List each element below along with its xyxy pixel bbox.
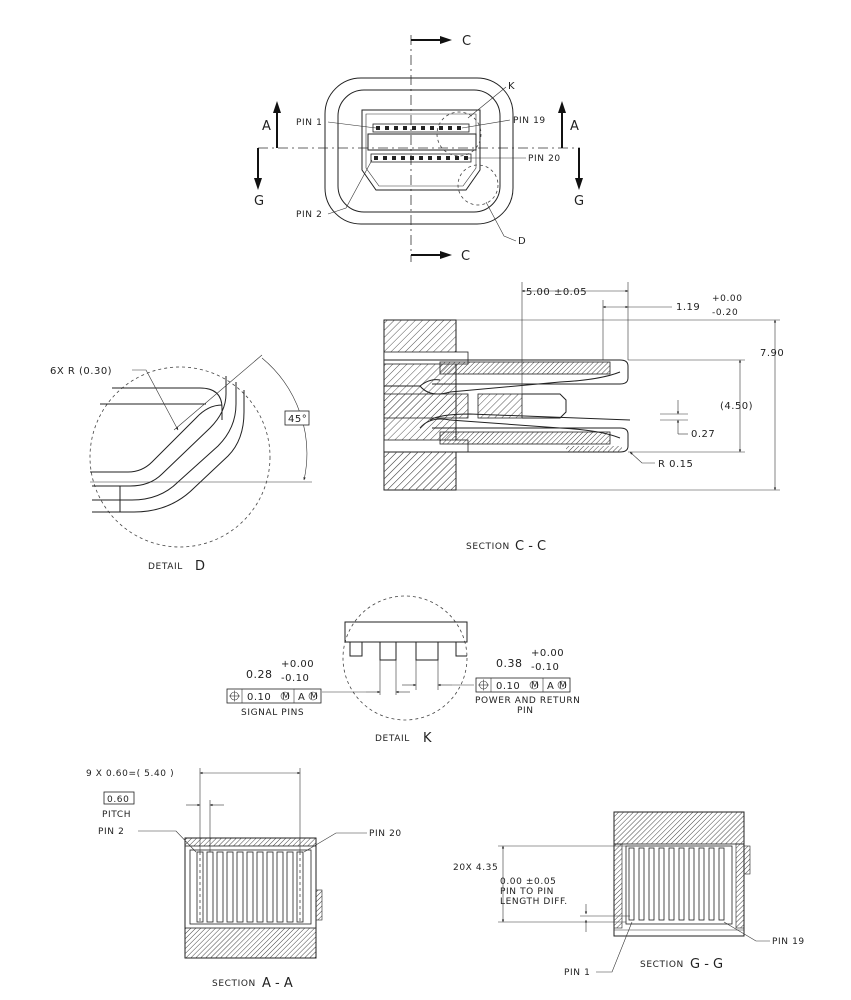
svg-text:M: M [559, 681, 567, 691]
detail-d: 45° 6X R (0.30) DETAIL D [50, 354, 312, 574]
power-fcf-value: 0.10 [496, 681, 520, 692]
top-view: C C A G A G [254, 34, 584, 264]
dim-1-19: 1.19 [676, 302, 700, 313]
detail-k: 0.28 +0.00 -0.10 0.10 M A M SIGNAL PINS … [226, 595, 581, 746]
svg-text:M: M [310, 692, 318, 702]
svg-text:A: A [298, 692, 305, 703]
svg-text:A: A [547, 681, 554, 692]
section-c-label-top: C [462, 34, 471, 49]
signal-pins-label: SIGNAL PINS [241, 708, 304, 718]
connector-outer-shell [324, 77, 514, 225]
detail-d-callout: D [518, 236, 526, 247]
top-pin-row [372, 123, 470, 133]
section-gg-pin19: PIN 19 [772, 937, 805, 947]
section-c-c: 5.00 ±0.05 1.19 +0.00 -0.20 7.90 (4.50) … [383, 282, 784, 554]
pin-diff-label-1: PIN TO PIN [500, 887, 554, 897]
pin-diff-label-2: LENGTH DIFF. [500, 897, 568, 907]
detail-k-circle [436, 111, 482, 157]
dim-5-00: 5.00 ±0.05 [526, 287, 587, 298]
section-gg-caption-letter: G - G [690, 957, 723, 972]
section-gg-pins [628, 847, 725, 921]
detail-d-caption-prefix: DETAIL [148, 562, 183, 572]
dim-9x-pitch: 9 X 0.60=( 5.40 ) [86, 769, 174, 779]
dim-20x-length: 20X 4.35 [453, 863, 498, 873]
pin-diff-value: 0.00 ±0.05 [500, 877, 556, 887]
detail-d-circle [457, 164, 499, 206]
pitch-label: PITCH [102, 810, 131, 820]
signal-tol-plus: +0.00 [281, 659, 314, 670]
svg-text:M: M [531, 681, 539, 691]
power-label-1: POWER AND RETURN [475, 696, 581, 706]
dim-1-19-tol-plus: +0.00 [712, 294, 743, 304]
detail-d-caption-letter: D [195, 559, 205, 574]
section-a-label-right: A [570, 119, 579, 134]
signal-fcf-value: 0.10 [247, 692, 271, 703]
section-aa-pins [196, 851, 304, 923]
connector-receptacle [361, 109, 481, 191]
section-gg-caption-prefix: SECTION [640, 960, 684, 970]
power-label-2: PIN [517, 706, 534, 716]
signal-tol-minus: -0.10 [281, 673, 309, 684]
signal-fcf: 0.10 M A M [226, 688, 322, 704]
section-g-g: 20X 4.35 0.00 ±0.05 PIN TO PIN LENGTH DI… [453, 811, 805, 978]
pin19-label: PIN 19 [513, 116, 546, 126]
section-aa-caption-prefix: SECTION [212, 979, 256, 989]
dim-1-19-tol-minus: -0.20 [712, 308, 738, 318]
section-a-a: 9 X 0.60=( 5.40 ) 0.60 PITCH PIN 2 PIN 2… [86, 768, 402, 991]
section-a-label-left: A [262, 119, 271, 134]
power-fcf: 0.10 M A M [475, 677, 571, 693]
section-aa-pin20: PIN 20 [369, 829, 402, 839]
section-c-label-bottom: C [461, 249, 470, 264]
signal-dim: 0.28 [246, 668, 273, 681]
section-cc-caption-prefix: SECTION [466, 542, 510, 552]
pin2-label: PIN 2 [296, 210, 322, 220]
dim-r-0-15: R 0.15 [658, 459, 693, 470]
detail-k-callout: K [508, 81, 515, 92]
bottom-pin-row [370, 153, 472, 163]
section-cc-caption-letter: C - C [515, 539, 546, 554]
svg-text:M: M [282, 692, 290, 702]
power-tol-minus: -0.10 [531, 662, 559, 673]
section-aa-caption-letter: A - A [262, 976, 293, 991]
dim-4-50: (4.50) [720, 401, 753, 412]
pin20-label: PIN 20 [528, 154, 561, 164]
power-dim: 0.38 [496, 657, 523, 670]
detail-d-angle: 45° [288, 414, 307, 425]
pitch-value: 0.60 [107, 795, 129, 805]
dim-7-90: 7.90 [760, 348, 784, 359]
section-aa-pin2: PIN 2 [98, 827, 124, 837]
section-gg-pin1: PIN 1 [564, 968, 590, 978]
detail-k-caption-prefix: DETAIL [375, 734, 410, 744]
detail-k-caption-letter: K [423, 731, 432, 746]
detail-d-radius: 6X R (0.30) [50, 366, 112, 377]
section-g-label-left: G [254, 194, 264, 209]
pin1-label: PIN 1 [296, 118, 322, 128]
section-g-label-right: G [574, 194, 584, 209]
dim-0-27: 0.27 [691, 429, 715, 440]
power-tol-plus: +0.00 [531, 648, 564, 659]
